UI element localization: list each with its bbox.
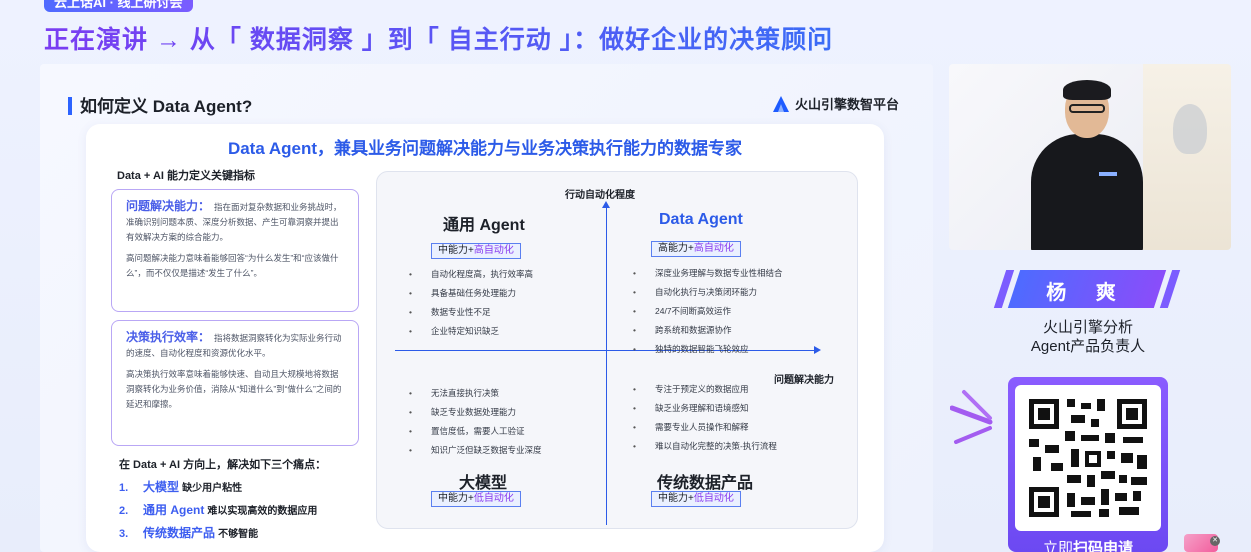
list-item: 自动化程度高，执行效率高 <box>409 265 533 284</box>
y-axis <box>602 201 610 525</box>
slide-heading: 如何定义 Data Agent? <box>68 92 252 117</box>
speaker-body <box>1031 134 1143 250</box>
x-axis <box>395 346 821 354</box>
metric-desc: 指在面对复杂数据和业务挑战时，准确识别问题本质、深度分析数据、产生可靠洞察并提出… <box>126 202 342 242</box>
definition-card: Data Agent，兼具业务问题解决能力与业务决策执行能力的数据专家 Data… <box>86 124 884 552</box>
badge-automation: 高自动化 <box>473 245 514 256</box>
badge-ability: 中能力+ <box>438 493 474 504</box>
painpoint-number: 3. <box>119 528 129 540</box>
shirt-logo <box>1099 172 1117 176</box>
qr-cta-text[interactable]: 立即扫码申请 <box>1008 537 1168 552</box>
painpoint-item: 1. 大模型 缺少用户粘性 <box>119 478 242 495</box>
metric-problem-solving: 问题解决能力：指在面对复杂数据和业务挑战时，准确识别问题本质、深度分析数据、产生… <box>111 189 359 312</box>
quadrant-list-data-agent: 深度业务理解与数据专业性相结合 自动化执行与决策闭环能力 24/7不间断高效运作… <box>633 264 783 359</box>
list-item: 缺乏专业数据处理能力 <box>409 403 542 422</box>
slide-heading-text: 如何定义 Data Agent? <box>80 97 253 116</box>
painpoint-item: 3. 传统数据产品 不够智能 <box>119 524 258 541</box>
brand-name: 火山引擎数智平台 <box>794 97 899 112</box>
painpoint-number: 1. <box>119 482 129 494</box>
floating-widget-icon[interactable] <box>1184 534 1218 552</box>
painpoint-text: 难以实现高效的数据应用 <box>207 506 318 517</box>
painpoint-subject: 通用 Agent <box>143 503 205 517</box>
list-item: 难以自动化完整的决策-执行流程 <box>633 437 777 456</box>
x-axis-label: 问题解决能力 <box>774 375 834 386</box>
list-item: 专注于预定义的数据应用 <box>633 380 777 399</box>
list-item: 需要专业人员操作和解释 <box>633 418 777 437</box>
badge-ability: 中能力+ <box>658 493 694 504</box>
list-item: 无法直接执行决策 <box>409 384 542 403</box>
list-item: 数据专业性不足 <box>409 303 533 322</box>
plant-decoration <box>1173 104 1207 154</box>
list-item: 自动化执行与决策闭环能力 <box>633 283 783 302</box>
list-item: 24/7不间断高效运作 <box>633 302 783 321</box>
speaker-role-line1: 火山引擎分析 <box>1042 319 1133 336</box>
capability-quadrant: 行动自动化程度 问题解决能力 通用 Agent 中能力+高自动化 自动化程度高，… <box>376 171 858 529</box>
painpoints-title: 在 Data + AI 方向上，解决如下三个痛点： <box>119 459 327 471</box>
heading-accent-bar <box>68 97 72 115</box>
metric-note: 高决策执行效率意味着能够快速、自动且大规模地将数据洞察转化为业务价值，消除从“知… <box>126 369 342 409</box>
background-shelf <box>1143 64 1231 250</box>
painpoint-subject: 传统数据产品 <box>143 526 216 540</box>
speaker-hair <box>1063 80 1111 100</box>
list-item: 具备基础任务处理能力 <box>409 284 533 303</box>
event-badge: 云上话AI · 线上研讨会 <box>44 0 193 12</box>
list-item: 深度业务理解与数据专业性相结合 <box>633 264 783 283</box>
quadrant-name-general-agent: 通用 Agent <box>443 217 525 234</box>
painpoint-item: 2. 通用 Agent 难以实现高效的数据应用 <box>119 501 317 518</box>
cta-action: 扫码申请 <box>1073 540 1134 552</box>
badge-automation: 高自动化 <box>693 243 734 254</box>
quadrant-list-general-agent: 自动化程度高，执行效率高 具备基础任务处理能力 数据专业性不足 企业特定知识缺乏 <box>409 265 533 341</box>
painpoint-text: 不够智能 <box>218 529 259 540</box>
list-item: 跨系统和数据源协作 <box>633 321 783 340</box>
quadrant-name-traditional: 传统数据产品 <box>657 475 754 492</box>
painpoint-number: 2. <box>119 505 129 517</box>
close-icon[interactable]: ✕ <box>1210 536 1220 546</box>
list-item: 缺乏业务理解和语境感知 <box>633 399 777 418</box>
badge-ability: 高能力+ <box>658 243 694 254</box>
volcano-logo-icon <box>772 95 789 112</box>
metric-title: 问题解决能力： <box>126 199 211 213</box>
metric-note: 高问题解决能力意味着能够回答“为什么发生”和“应该做什么”，而不仅仅是描述“发生… <box>126 253 339 278</box>
speaker-role-line2: Agent产品负责人 <box>1030 338 1146 355</box>
quadrant-badge: 中能力+低自动化 <box>431 491 521 507</box>
quadrant-badge: 中能力+高自动化 <box>431 243 521 259</box>
quadrant-name-data-agent: Data Agent <box>659 211 743 228</box>
quadrant-list-llm: 无法直接执行决策 缺乏专业数据处理能力 置信度低，需要人工验证 知识广泛但缺乏数… <box>409 384 542 460</box>
quadrant-list-traditional: 专注于预定义的数据应用 缺乏业务理解和语境感知 需要专业人员操作和解释 难以自动… <box>633 380 777 456</box>
painpoint-text: 缺少用户粘性 <box>182 483 243 494</box>
list-item: 独特的数据智能飞轮效应 <box>633 340 783 359</box>
session-title: 正在演讲 → 从「 数据洞察 」到「 自主行动 」：做好企业的决策顾问 <box>44 20 833 56</box>
y-axis-label: 行动自动化程度 <box>565 190 635 201</box>
quadrant-badge: 中能力+低自动化 <box>651 491 741 507</box>
brand-logo-group: 火山引擎数智平台 <box>772 94 899 113</box>
qr-signup-card[interactable]: 立即扫码申请 <box>1008 377 1168 552</box>
card-title: Data Agent，兼具业务问题解决能力与业务决策执行能力的数据专家 <box>227 139 743 158</box>
list-item: 企业特定知识缺乏 <box>409 322 533 341</box>
qr-code-icon <box>1029 399 1147 517</box>
badge-automation: 低自动化 <box>473 493 514 504</box>
metric-decision-execution: 决策执行效率：指将数据洞察转化为实际业务行动的速度、自动化程度和资源优化水平。 … <box>111 320 359 446</box>
list-item: 置信度低，需要人工验证 <box>409 422 542 441</box>
burst-decoration-icon <box>950 390 993 444</box>
qr-code[interactable] <box>1015 385 1161 531</box>
speaker-video-feed <box>949 64 1231 250</box>
cta-prefix: 立即 <box>1042 540 1073 552</box>
list-item: 知识广泛但缺乏数据专业深度 <box>409 441 542 460</box>
indicators-title: Data + AI 能力定义关键指标 <box>117 170 256 182</box>
speaker-glasses <box>1069 104 1105 113</box>
speaker-name: 杨 爽 <box>1046 282 1128 304</box>
metric-title: 决策执行效率： <box>126 330 211 344</box>
metric-desc: 指将数据洞察转化为实际业务行动的速度、自动化程度和资源优化水平。 <box>126 333 342 358</box>
painpoint-subject: 大模型 <box>143 480 180 494</box>
quadrant-name-llm: 大模型 <box>459 475 508 492</box>
badge-ability: 中能力+ <box>438 245 474 256</box>
presentation-slide: 如何定义 Data Agent? 火山引擎数智平台 Data Agent，兼具业… <box>40 64 933 552</box>
quadrant-badge: 高能力+高自动化 <box>651 241 741 257</box>
badge-automation: 低自动化 <box>693 493 734 504</box>
